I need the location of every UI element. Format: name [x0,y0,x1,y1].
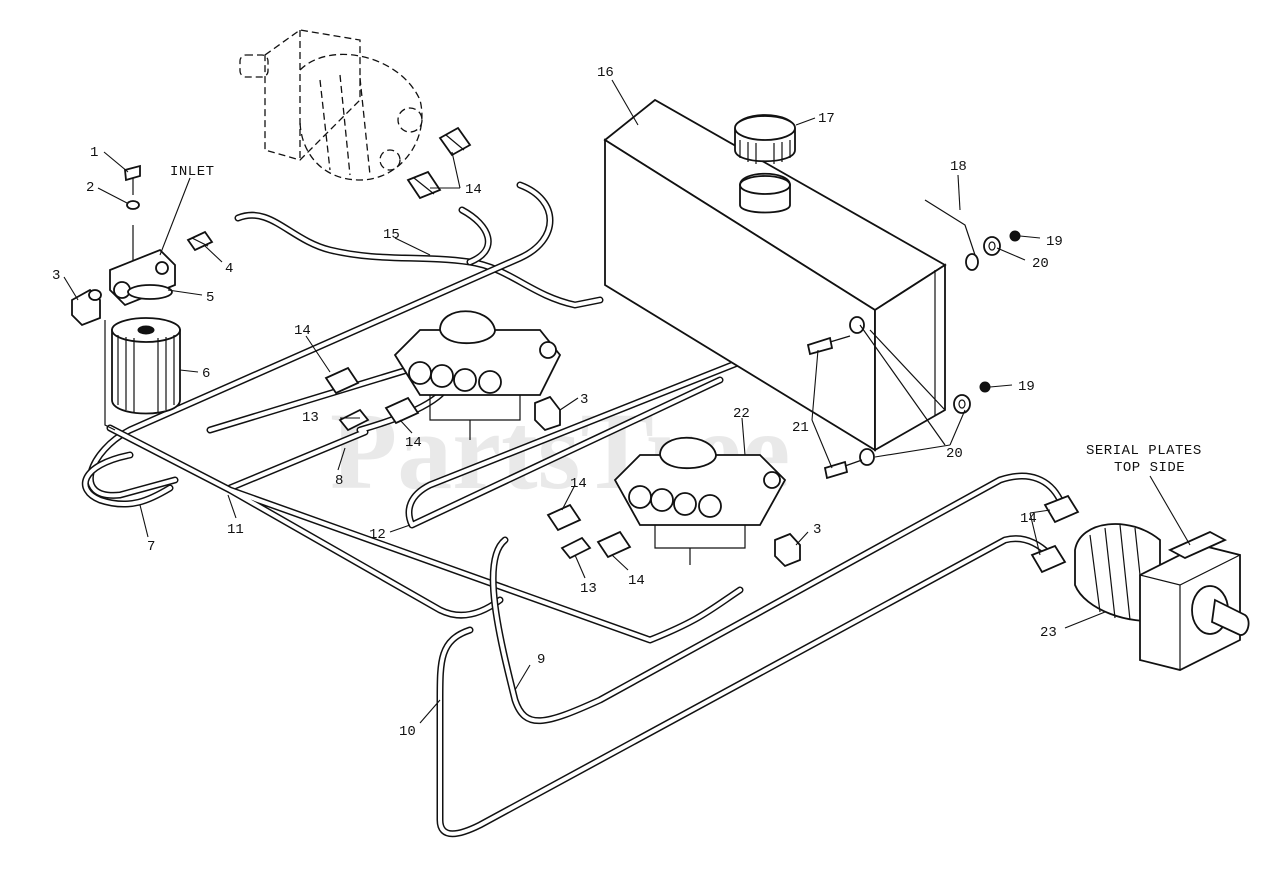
callout-15: 15 [383,227,400,243]
nut-19-lower [979,381,991,393]
washer-2 [126,200,140,210]
hose-7 [81,451,174,508]
callout-20-lower: 20 [946,446,963,462]
bolt-21-upper [806,335,851,356]
callout-3-valve-lower: 3 [813,522,821,538]
hose-10 [436,535,1054,838]
callout-14-motor: 14 [1020,511,1037,527]
callout-4: 4 [225,261,233,277]
gasket-5 [127,284,173,300]
filter-return-line [104,320,116,431]
callout-22: 22 [733,406,750,422]
top-hydraulic-motor [239,29,423,181]
callout-14-top: 14 [465,182,482,198]
washer-20-lower [953,394,971,414]
callout-8: 8 [335,473,343,489]
callout-18: 18 [950,159,967,175]
callout-14-valve-a: 14 [294,323,311,339]
hydraulic-motor-23 [1074,523,1250,671]
callout-11: 11 [227,522,244,538]
callout-6: 6 [202,366,210,382]
elbow-3-valve-upper [534,395,561,432]
callout-14-valve-c: 14 [570,476,587,492]
callout-17: 17 [818,111,835,127]
fitting-14-top-b [406,170,442,200]
callout-16: 16 [597,65,614,81]
fitting-13-valve-a [338,408,370,432]
washer-20-upper [983,236,1001,256]
hydraulic-tank [603,98,947,452]
callout-3-valve-upper: 3 [580,392,588,408]
fitting-14-valve-a [324,366,360,395]
serial-plates-label-line2: TOP SIDE [1114,460,1185,476]
control-valve-lower [613,436,787,565]
callout-3-filter: 3 [52,268,60,284]
callout-14-valve-d: 14 [628,573,645,589]
elbow-3-filter [71,288,102,327]
callout-1: 1 [90,145,98,161]
control-valve-upper [393,310,562,440]
fitting-14-valve-b [384,396,420,425]
callout-21: 21 [792,420,809,436]
callout-14-valve-b: 14 [405,435,422,451]
callout-19-upper: 19 [1046,234,1063,250]
fitting-14-top-a [438,126,472,157]
bolt-21-lower [823,459,863,480]
fitting-4 [186,230,214,252]
tube-12 [405,356,749,529]
fill-cap [734,114,796,164]
hose-15 [234,211,604,309]
callout-13-lower: 13 [580,581,597,597]
screw-1 [124,164,141,195]
oil-filter-6 [111,317,181,415]
fitting-14-valve-d [596,530,632,559]
callout-7: 7 [147,539,155,555]
callout-9: 9 [537,652,545,668]
fitting-14-motor-b [1030,544,1067,574]
elbow-3-valve-lower [774,532,801,568]
tank-mount-lines [859,324,946,446]
callout-13-upper: 13 [302,410,319,426]
hose-9 [489,472,1064,725]
callout-12: 12 [369,527,386,543]
callout-20-upper: 20 [1032,256,1049,272]
ground-wire [924,199,979,271]
leader-lines [63,79,1191,724]
serial-plates-label-line1: SERIAL PLATES [1086,443,1202,459]
fitting-13-valve-b [560,536,592,560]
fitting-14-motor-a [1043,494,1080,524]
washer-20-tank-upper [849,316,865,334]
inlet-label: INLET [170,164,215,180]
callout-19-lower: 19 [1018,379,1035,395]
callout-23: 23 [1040,625,1057,641]
callout-2: 2 [86,180,94,196]
callout-10: 10 [399,724,416,740]
nut-19-upper [1009,230,1021,242]
upper-return-line [87,181,554,499]
washer-20-tank-lower [859,448,875,466]
callout-5: 5 [206,290,214,306]
